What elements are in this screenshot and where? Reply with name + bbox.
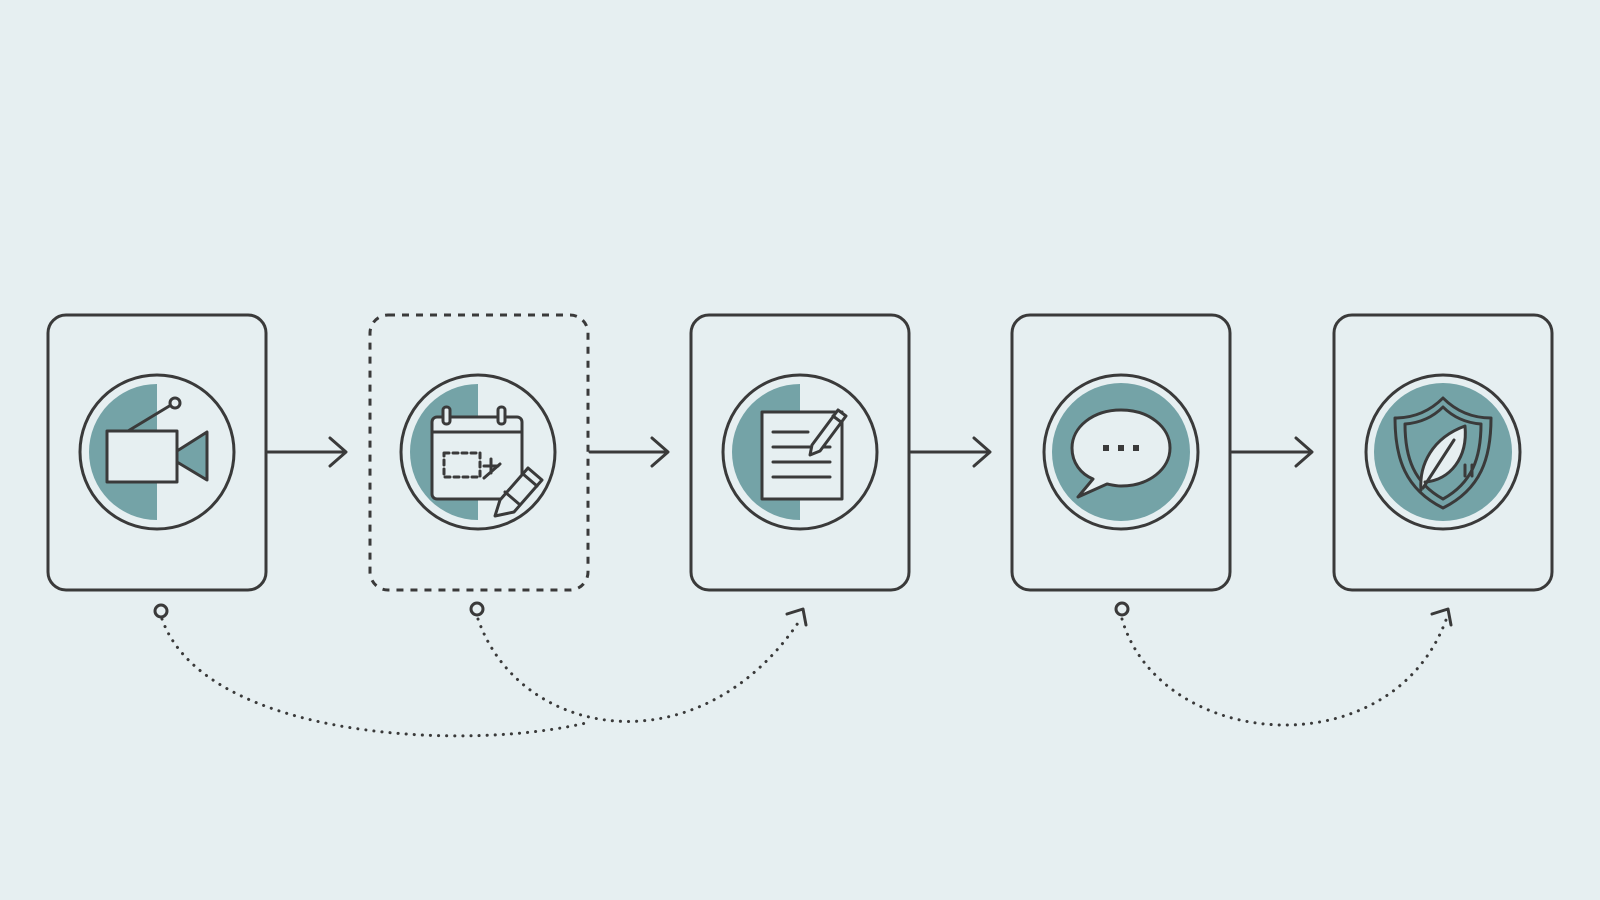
connector-arrowhead-5 <box>1430 607 1453 627</box>
flow-arrow-3-4 <box>909 436 992 468</box>
calendar-edit-icon <box>430 405 544 518</box>
chat-bubble-icon <box>1070 408 1172 499</box>
connector-origin-4 <box>1114 601 1130 617</box>
video-camera-icon <box>105 396 209 484</box>
shield-leaf-icon <box>1393 396 1493 510</box>
flow-arrow-4-5 <box>1230 436 1314 468</box>
connector-origin-1 <box>153 603 169 619</box>
step-card-3 <box>689 313 911 592</box>
document-edit-icon <box>760 408 848 501</box>
step-card-2 <box>368 313 590 592</box>
feedback-connector-2-3 <box>476 617 802 723</box>
step-card-1 <box>46 313 268 592</box>
connector-origin-2 <box>469 601 485 617</box>
feedback-connector-1-3 <box>160 617 592 738</box>
flow-arrow-1-2 <box>266 436 348 468</box>
step-card-4 <box>1010 313 1232 592</box>
step-card-5 <box>1332 313 1554 592</box>
flow-arrow-2-3 <box>588 436 670 468</box>
feedback-connector-4-5 <box>1120 617 1448 727</box>
connector-arrowhead-3 <box>785 607 808 627</box>
